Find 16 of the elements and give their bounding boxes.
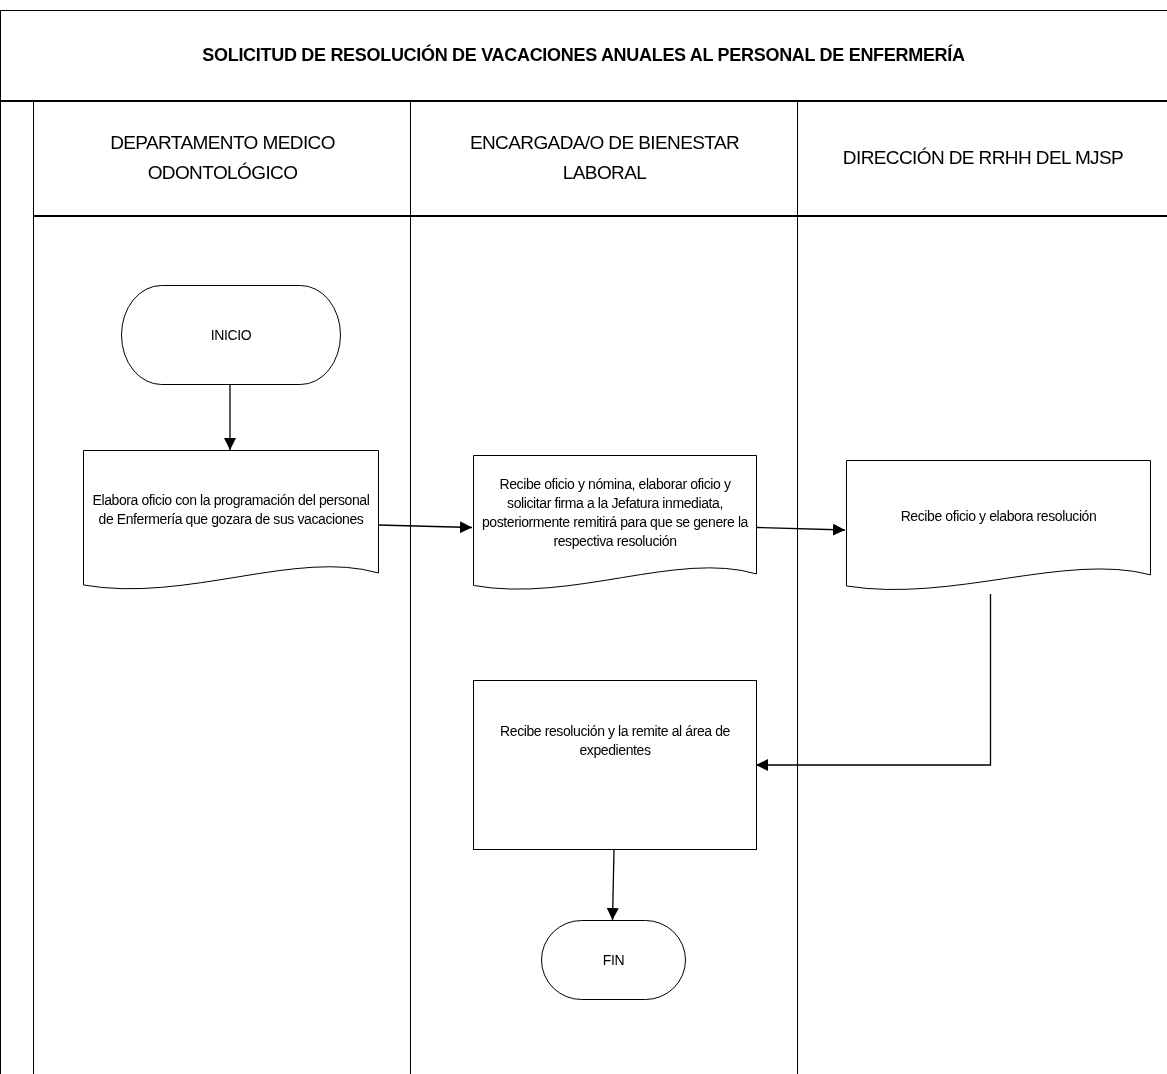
arrow <box>606 849 619 921</box>
lane-heading: DEPARTAMENTO MEDICO ODONTOLÓGICO <box>109 131 336 185</box>
process-box <box>473 680 757 850</box>
lane-heading: DIRECCIÓN DE RRHH DEL MJSP <box>841 145 1125 170</box>
step-text: FIN <box>602 950 625 970</box>
arrow <box>755 523 846 536</box>
arrow <box>755 593 992 771</box>
diagram-title: SOLICITUD DE RESOLUCIÓN DE VACACIONES ANUALES AL PERSONAL DE ENFERMERÍA <box>202 45 965 66</box>
step-text: Recibe resolución y la remite al área de expedientes <box>499 721 731 760</box>
arrow <box>377 521 473 534</box>
step-text: INICIO <box>210 325 252 345</box>
lane-heading: ENCARGADA/O DE BIENESTAR LABORAL <box>468 131 741 185</box>
step-text: Elabora oficio con la programación del personal de Enfermería que gozara de sus vacaciones <box>91 491 371 529</box>
step-text: Recibe oficio y elabora resolución <box>900 506 1097 526</box>
step-text: Recibe oficio y nómina, elaborar oficio y solicitar firma a la Jefatura inmediata, posteriormente remitirá para que se genere la respectiva resolución <box>480 475 750 551</box>
arrow <box>224 384 236 451</box>
